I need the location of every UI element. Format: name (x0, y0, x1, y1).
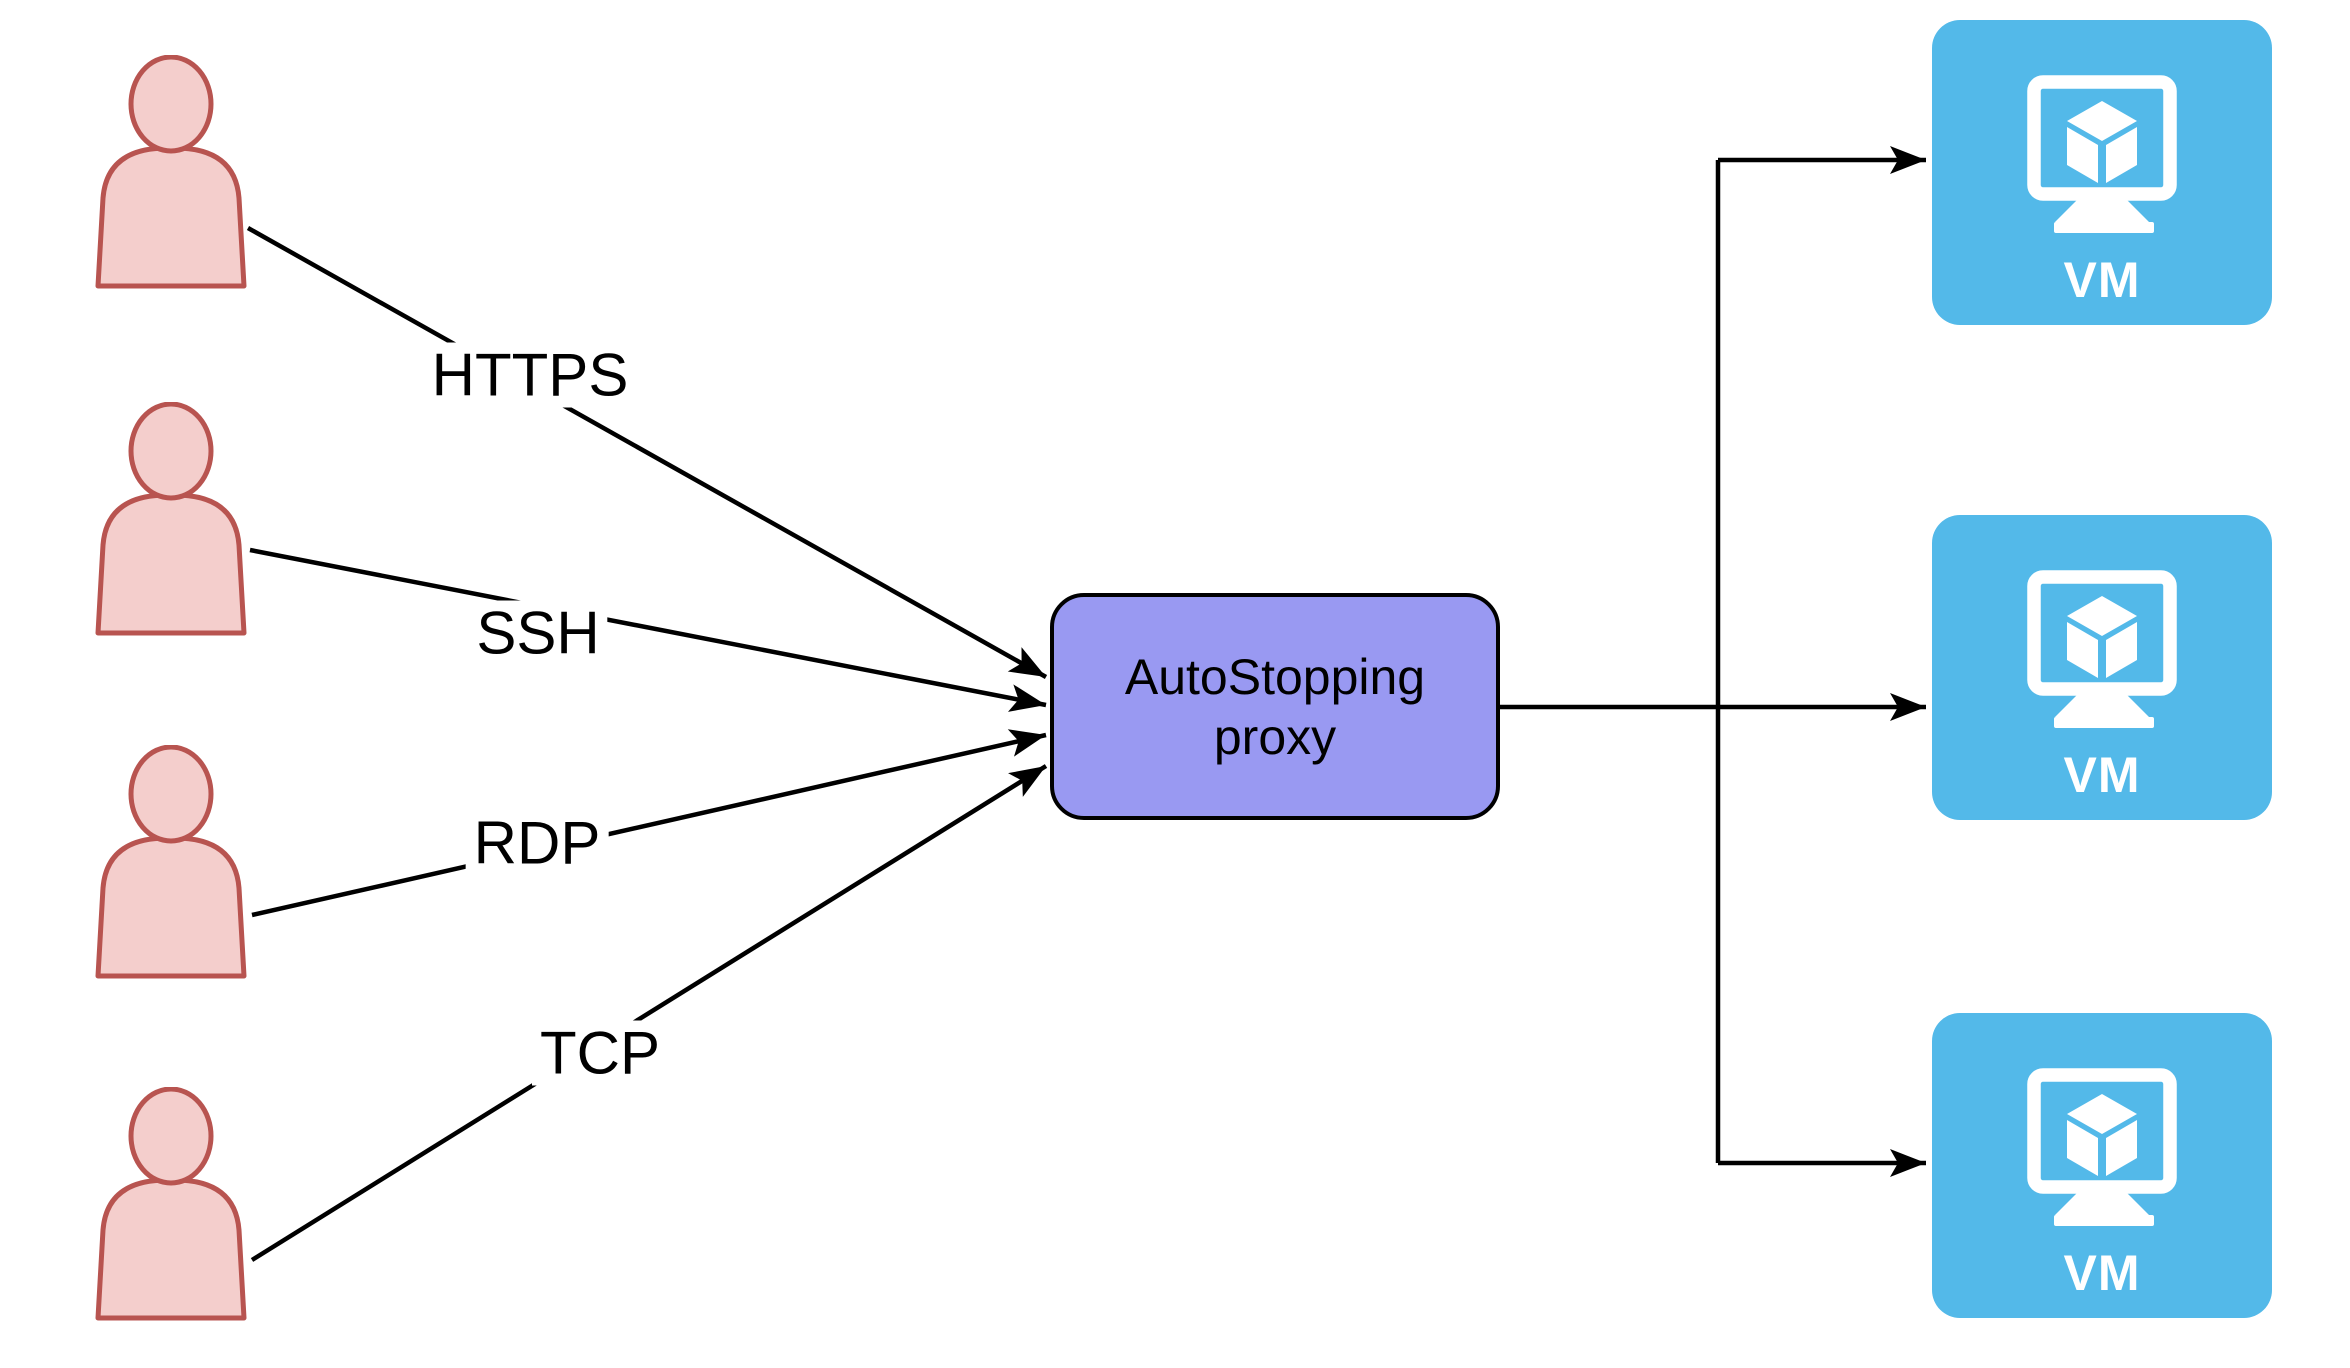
vm-label: VM (2063, 1245, 2141, 1301)
user-node-2 (90, 402, 255, 637)
edge-label-rdp: RDP (465, 810, 609, 876)
edge-https-line (246, 226, 1048, 679)
vm-node-2: VM (1932, 515, 2272, 820)
edge-tcp-line (250, 764, 1048, 1262)
vm-label: VM (2063, 252, 2141, 308)
vm-monitor-cube-icon (2027, 1068, 2177, 1226)
vm-monitor-cube-icon (2027, 75, 2177, 233)
user-node-1 (90, 55, 255, 290)
proxy-node: AutoStopping proxy (1050, 593, 1500, 820)
edge-label-https: HTTPS (423, 342, 637, 408)
edge-label-tcp: TCP (532, 1020, 668, 1086)
user-node-4 (90, 1087, 255, 1322)
user-icon (95, 745, 247, 979)
user-icon (95, 1087, 247, 1321)
vm-node-1: VM (1932, 20, 2272, 325)
edge-rdp-line (251, 729, 1047, 918)
edge-ssh-line (249, 547, 1047, 712)
vm-label: VM (2063, 747, 2141, 803)
user-node-3 (90, 745, 255, 980)
edge-label-ssh: SSH (468, 600, 608, 666)
vm-node-3: VM (1932, 1013, 2272, 1318)
user-icon (95, 402, 247, 636)
user-icon (95, 55, 247, 289)
vm-monitor-cube-icon (2027, 570, 2177, 728)
proxy-label: AutoStopping proxy (1124, 648, 1426, 765)
